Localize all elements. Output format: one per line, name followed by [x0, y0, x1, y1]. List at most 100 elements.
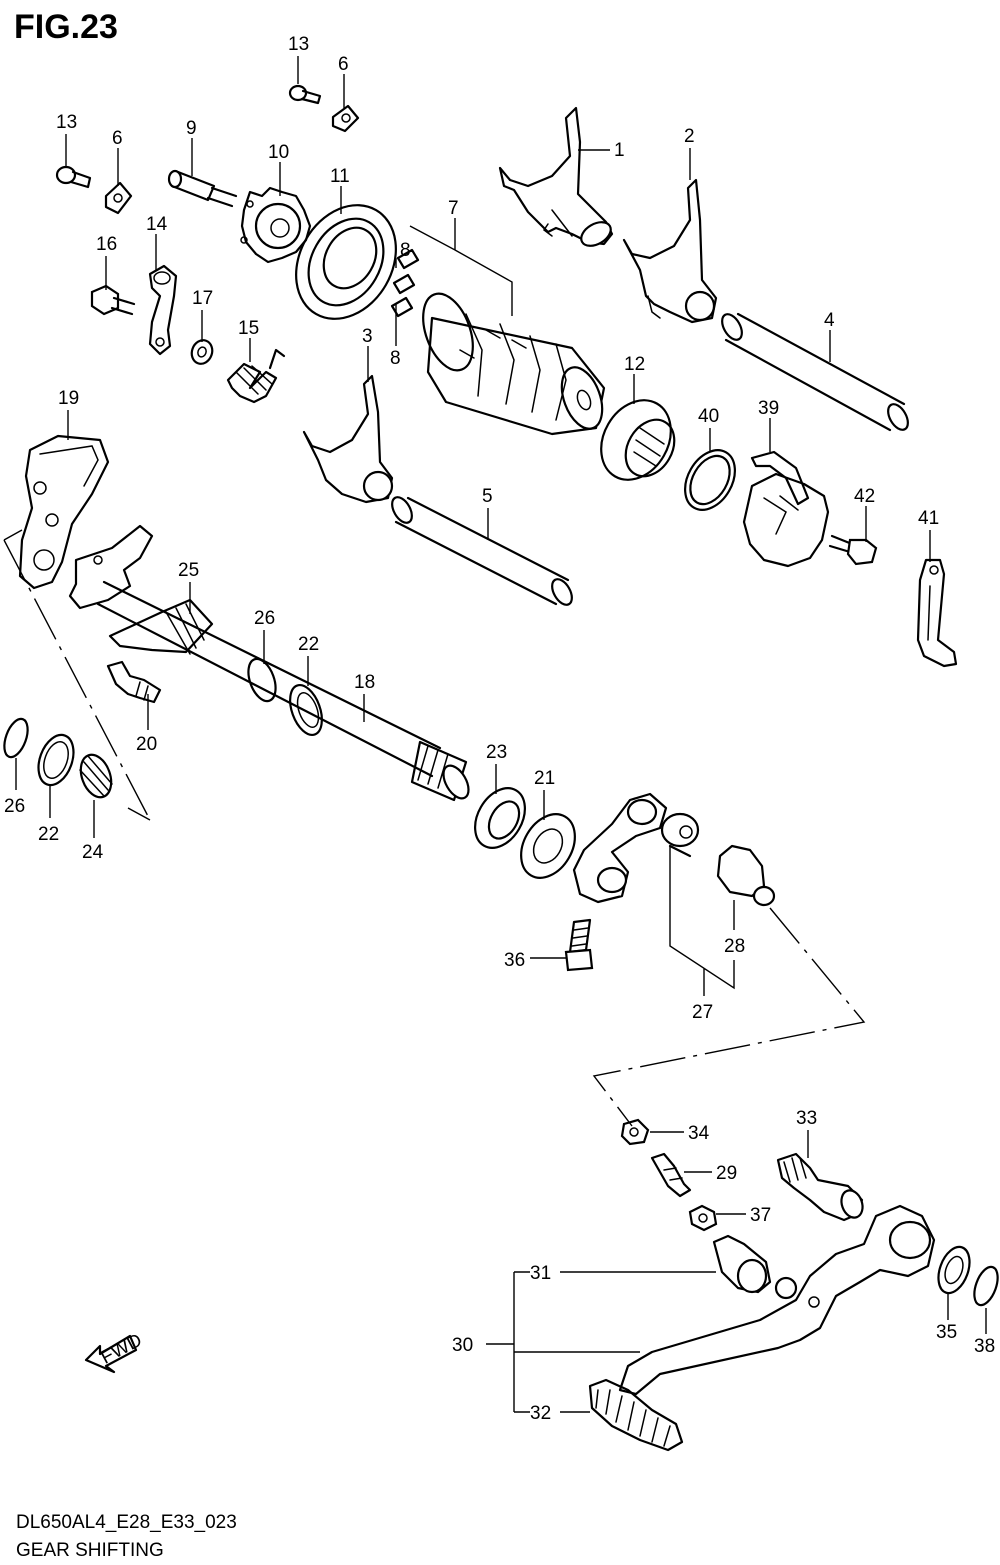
gearshift-link-arm-27: [572, 792, 700, 904]
circlip-26-shaft: [247, 657, 277, 703]
callout-2: 2: [684, 126, 695, 147]
callout-31: 31: [530, 1263, 551, 1284]
bolt-16: [90, 284, 136, 316]
callout-13: 13: [288, 34, 309, 55]
gearshift-fork-3: [302, 374, 394, 504]
gear-shift-cam-plate-10: [240, 186, 312, 264]
callout-15: 15: [238, 318, 259, 339]
gearshift-fork-2: [622, 178, 718, 324]
callout-21: 21: [534, 768, 555, 789]
drawing-caption: GEAR SHIFTING: [16, 1540, 164, 1561]
callout-7: 7: [448, 198, 459, 219]
bolt-36: [564, 918, 594, 972]
callout-28: 28: [724, 936, 745, 957]
callout-6: 6: [112, 128, 123, 149]
callout-22: 22: [298, 634, 319, 655]
gearshift-cam-stopper-14: [148, 264, 178, 356]
drawing-code: DL650AL4_E28_E33_023: [16, 1512, 237, 1533]
spring-15: [226, 348, 286, 404]
ball-joint-31: [712, 1234, 772, 1294]
fork-shaft-5: [391, 496, 573, 606]
callout-23: 23: [486, 742, 507, 763]
pedal-rubber-32: [588, 1378, 684, 1452]
gearshift-fork-1: [498, 106, 614, 247]
circlip-38: [973, 1265, 999, 1307]
callout-9: 9: [186, 118, 197, 139]
o-ring-40: [684, 449, 736, 511]
callout-33: 33: [796, 1108, 817, 1129]
callout-36: 36: [504, 950, 525, 971]
svg-text:FWD: FWD: [98, 1330, 146, 1369]
callout-24: 24: [82, 842, 104, 863]
forward-direction-arrow: FWD: [84, 1330, 146, 1374]
gearshift-shaft-18: [96, 580, 470, 802]
callout-42: 42: [854, 486, 875, 507]
gear-position-switch-39: [742, 450, 830, 568]
leader-lines: [15, 56, 987, 1413]
circlip-26-left: [3, 717, 29, 759]
clamp-41: [916, 558, 958, 668]
washer-17: [190, 339, 214, 365]
callout-34: 34: [688, 1123, 710, 1144]
bearing-11: [295, 204, 397, 320]
callout-37: 37: [750, 1205, 771, 1226]
lock-washer-6-left: [104, 181, 133, 215]
callout-5: 5: [482, 486, 493, 507]
ball-joint-28: [716, 844, 776, 907]
callout-17: 17: [192, 288, 213, 309]
callout-39: 39: [758, 398, 779, 419]
washer-22-left: [37, 733, 75, 787]
callout-3: 3: [362, 326, 373, 347]
callout-11: 11: [330, 166, 350, 187]
gearshift-arm-plate-19: [18, 434, 110, 590]
callout-32: 32: [530, 1403, 551, 1424]
gear-shift-cam-7: [422, 292, 606, 436]
callout-26: 26: [254, 608, 275, 629]
figure-title: FIG.23: [14, 8, 118, 46]
gearshift-arm-25: [68, 524, 214, 655]
callout-40: 40: [698, 406, 719, 427]
bolt-13-top: [288, 84, 322, 105]
callout-30: 30: [452, 1335, 473, 1356]
callout-26: 26: [4, 796, 25, 817]
washer-35: [937, 1245, 971, 1295]
bolt-20: [106, 660, 162, 704]
bolt-13-left: [55, 165, 92, 189]
callout-35: 35: [936, 1322, 957, 1343]
callout-18: 18: [354, 672, 375, 693]
spring-24: [79, 753, 113, 799]
washer-21: [520, 813, 576, 879]
callout-27: 27: [692, 1002, 713, 1023]
gearshift-pedal-30: [618, 1204, 936, 1396]
nut-37: [688, 1204, 718, 1232]
bearing-12: [600, 399, 676, 481]
nut-34: [620, 1118, 650, 1146]
callout-1: 1: [614, 140, 625, 161]
pivot-bolt-33: [776, 1152, 864, 1222]
callout-19: 19: [58, 388, 79, 409]
callout-10: 10: [268, 142, 289, 163]
callout-25: 25: [178, 560, 199, 581]
washer-22-shaft: [289, 684, 323, 736]
assembly-indicator-lines: [3, 529, 866, 1127]
lock-washer-6-top: [331, 104, 360, 133]
callout-20: 20: [136, 734, 157, 755]
bolt-29: [650, 1152, 692, 1198]
oil-seal-23: [474, 787, 526, 849]
callout-8: 8: [400, 240, 411, 261]
fork-shaft-4: [721, 312, 909, 432]
callout-14: 14: [146, 214, 168, 235]
callout-numbers: 13 6 13 6 9 10 11 1 2 7 14 16 8 17 15 4 …: [4, 34, 995, 1424]
callout-41: 41: [918, 508, 939, 529]
callout-22: 22: [38, 824, 59, 845]
pin-9: [167, 169, 238, 208]
pin-8-lower: [390, 296, 414, 318]
callout-12: 12: [624, 354, 645, 375]
callout-8: 8: [390, 348, 401, 369]
callout-29: 29: [716, 1163, 737, 1184]
callout-16: 16: [96, 234, 117, 255]
callout-13: 13: [56, 112, 77, 133]
callout-4: 4: [824, 310, 835, 331]
pin-8-mid: [392, 273, 416, 295]
